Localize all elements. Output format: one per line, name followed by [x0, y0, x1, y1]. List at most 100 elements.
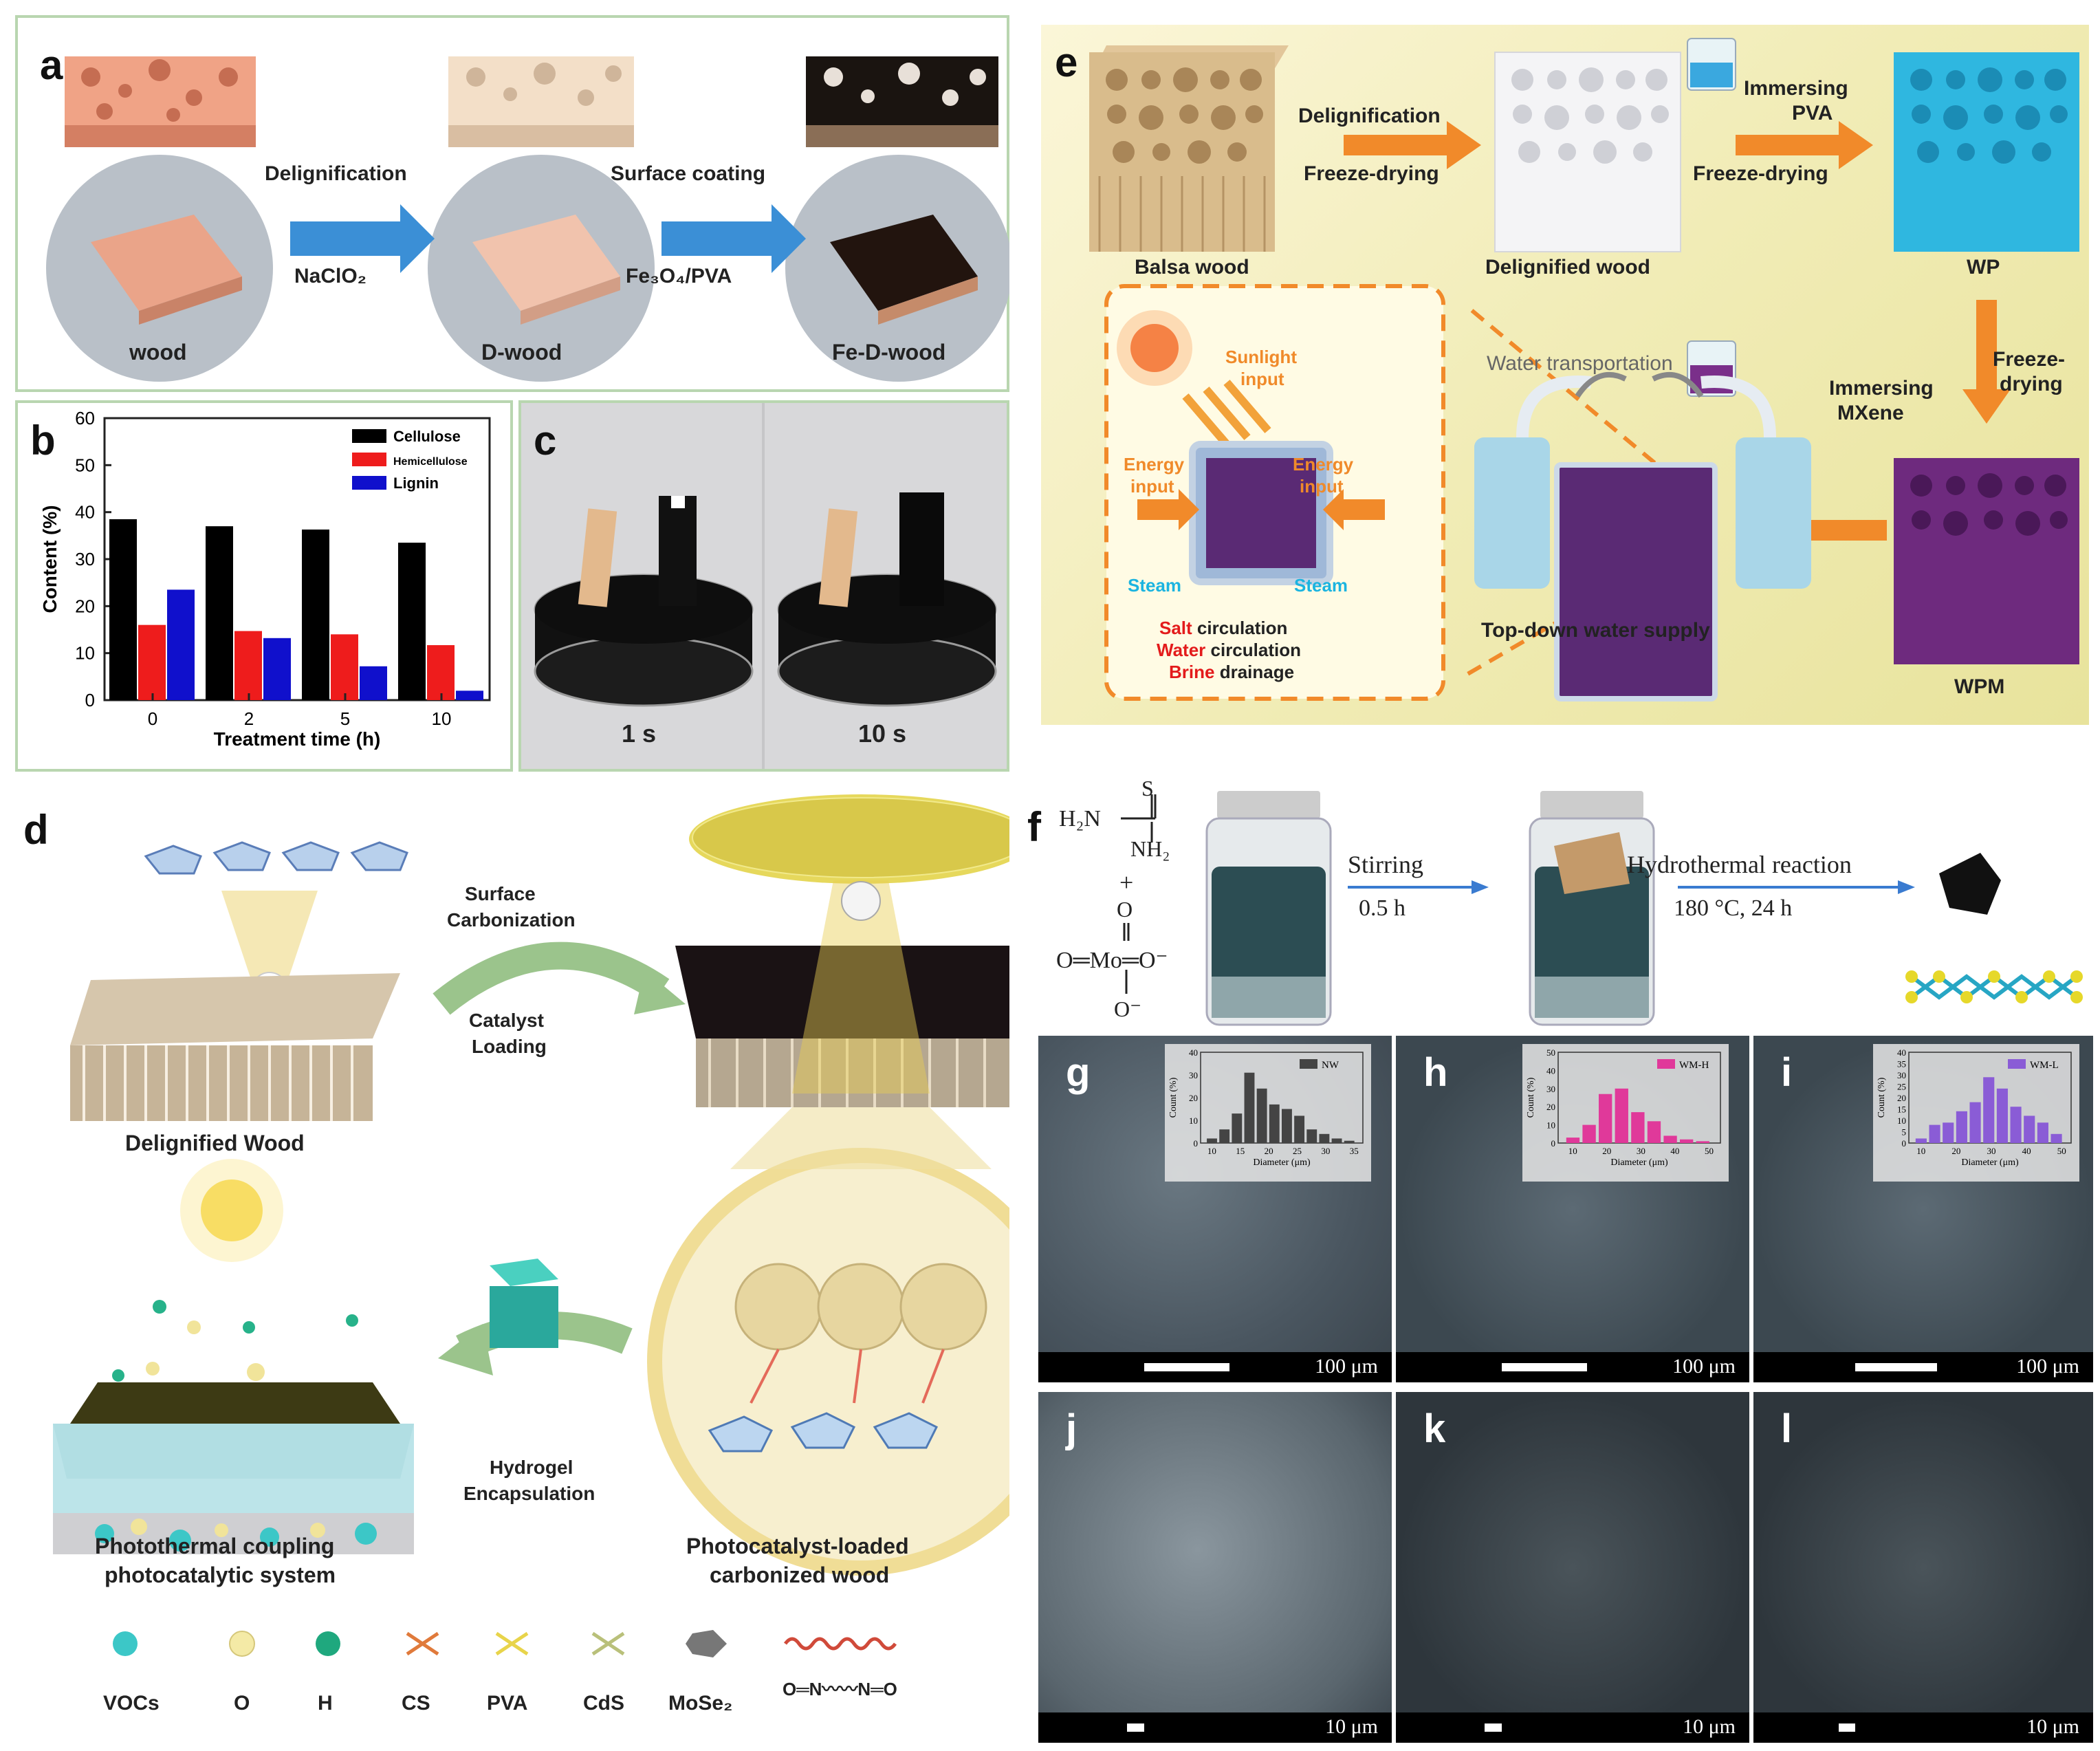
inset-bar	[1219, 1129, 1230, 1143]
b-legend-swatch	[352, 429, 386, 443]
sem-k-scale: 10 μm	[1683, 1715, 1736, 1738]
panel-f-letter: f	[1027, 804, 1041, 850]
b-ytick-label: 50	[75, 455, 95, 475]
inset-bar	[1344, 1140, 1355, 1143]
inset-bar	[1696, 1141, 1709, 1143]
sem-j: j 10 μm	[1038, 1392, 1392, 1743]
e-water-line: Water circulation	[1157, 640, 1301, 661]
inset-ytick: 0	[1194, 1138, 1199, 1149]
b-bar-hemicellulose	[234, 631, 262, 700]
sem-g-scalebar: 100 μm	[1038, 1352, 1392, 1382]
inset-xtick: 40	[2022, 1146, 2031, 1156]
b-bar-lignin	[360, 666, 387, 700]
panel-e-illustration	[1089, 38, 2079, 702]
panel-d-letter: d	[23, 807, 49, 853]
d-photothermal-1: Photothermal coupling	[95, 1534, 335, 1558]
d-photocat-1: Photocatalyst-loaded	[686, 1534, 909, 1558]
e-step1-bottom: Freeze-drying	[1304, 162, 1439, 185]
b-bar-lignin	[167, 589, 195, 700]
b-bar-hemicellulose	[427, 645, 455, 700]
f-step1-bottom: 0.5 h	[1359, 895, 1406, 921]
b-bar-cellulose	[302, 529, 329, 700]
inset-bar	[1631, 1112, 1645, 1143]
e-delig-wood: Delignified wood	[1485, 256, 1650, 279]
inset-xtick: 20	[1951, 1146, 1960, 1156]
inset-xlabel: Diameter (μm)	[1253, 1157, 1311, 1168]
inset-xtick: 35	[1350, 1146, 1359, 1156]
sem-l-letter: l	[1781, 1406, 1793, 1451]
inset-xtick: 20	[1265, 1146, 1273, 1156]
panel-a-letter: a	[40, 42, 63, 88]
inset-bar	[1232, 1113, 1243, 1143]
inset-bar	[1256, 1088, 1267, 1143]
a-step2-top: Surface coating	[611, 162, 766, 185]
b-bar-cellulose	[109, 519, 137, 700]
inset-ytick: 10	[1546, 1120, 1555, 1131]
inset-ytick: 25	[1897, 1082, 1906, 1092]
d-legend-formula: O═N〰〰N═O	[783, 1679, 897, 1699]
e-water-b: circulation	[1205, 640, 1301, 660]
inset-bar	[1244, 1072, 1255, 1143]
inset-legend-swatch	[1657, 1059, 1675, 1069]
inset-legend-swatch	[2008, 1059, 2026, 1069]
f-s: S	[1141, 776, 1154, 801]
d-photocat-2: carbonized wood	[710, 1563, 890, 1587]
inset-ytick: 40	[1189, 1047, 1198, 1058]
inset-legend-label: NW	[1322, 1060, 1339, 1071]
inset-xtick: 40	[1670, 1146, 1679, 1156]
inset-ytick: 20	[1897, 1093, 1906, 1103]
b-legend-label: Cellulose	[393, 428, 461, 445]
panel-e-letter: e	[1055, 39, 1078, 85]
inset-bar	[2050, 1133, 2062, 1143]
b-ytick-label: 0	[85, 690, 95, 710]
inset-bar	[1943, 1122, 1954, 1143]
inset-xtick: 10	[1207, 1146, 1216, 1156]
f-mo-line: O═Mo═O⁻	[1056, 948, 1168, 973]
inset-xtick: 25	[1293, 1146, 1302, 1156]
inset-ylabel: Count (%)	[1168, 1077, 1179, 1118]
sem-l-scale: 10 μm	[2026, 1715, 2079, 1738]
e-step3-r2: drying	[2000, 373, 2063, 395]
sem-k-letter: k	[1423, 1406, 1446, 1451]
inset-bar	[1282, 1109, 1292, 1143]
c-label-1s: 1 s	[622, 719, 657, 748]
a-label-fedwood: Fe-D-wood	[832, 340, 946, 365]
e-topdown: Top-down water supply	[1481, 619, 1710, 642]
b-bar-cellulose	[398, 543, 426, 700]
inset-bar	[1983, 1077, 1995, 1143]
inset-ylabel: Count (%)	[1877, 1077, 1887, 1118]
b-ytick-label: 10	[75, 643, 95, 664]
inset-bar	[1956, 1111, 1967, 1143]
b-ytick-label: 30	[75, 549, 95, 569]
b-ytick-label: 20	[75, 596, 95, 616]
e-salt-a: Salt	[1159, 618, 1192, 638]
d-photothermal-2: photocatalytic system	[105, 1563, 336, 1587]
inset-legend-label: WM-L	[2030, 1060, 2059, 1071]
b-xtick-label: 0	[148, 708, 157, 729]
f-step2-top: Hydrothermal reaction	[1627, 851, 1852, 878]
panel-d-illustration	[53, 794, 1009, 1657]
inset-legend-label: WM-H	[1679, 1060, 1709, 1071]
e-steam-r: Steam	[1294, 575, 1348, 596]
sem-l-scalebar: 10 μm	[1753, 1712, 2093, 1743]
e-water-transport: Water transportation	[1487, 352, 1673, 375]
inset-xtick: 15	[1236, 1146, 1245, 1156]
sem-h-scale: 100 μm	[1672, 1355, 1736, 1378]
inset-bar	[1269, 1104, 1280, 1143]
inset-xtick: 50	[2057, 1146, 2066, 1156]
d-delignified-label: Delignified Wood	[125, 1131, 305, 1155]
d-legend-cs: CS	[402, 1692, 430, 1715]
d-step1-surface: Surface	[465, 883, 536, 904]
d-step2-hydrogel: Hydrogel	[490, 1457, 573, 1478]
b-ylabel: Content (%)	[39, 505, 61, 613]
d-legend-icons	[113, 1630, 897, 1657]
b-ytick-label: 60	[75, 408, 95, 428]
inset-bar	[1929, 1124, 1940, 1143]
b-bar-hemicellulose	[138, 624, 166, 700]
b-xtick-label: 2	[244, 708, 254, 729]
dwood-slab-top	[448, 56, 634, 147]
sem-h-letter: h	[1423, 1050, 1448, 1095]
